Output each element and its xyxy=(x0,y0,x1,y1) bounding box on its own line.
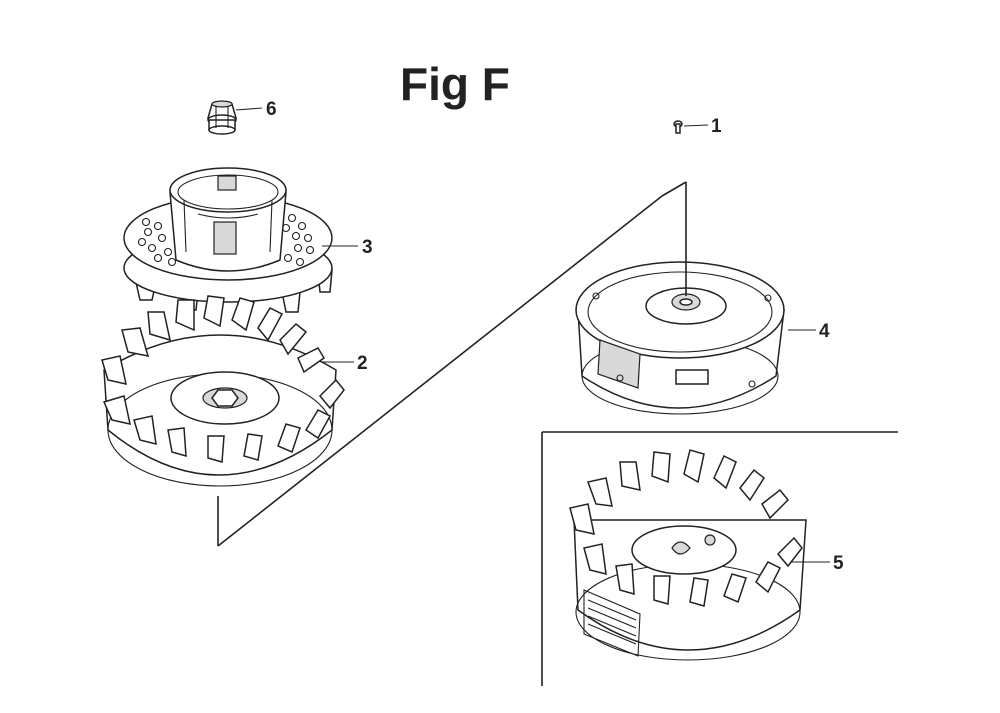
inset-frame xyxy=(541,431,898,686)
part-6-flange-nut xyxy=(207,100,237,135)
callout-2: 2 xyxy=(357,353,368,374)
callout-3: 3 xyxy=(362,237,373,258)
callout-1: 1 xyxy=(711,116,722,137)
callout-4: 4 xyxy=(819,321,830,342)
callout-6: 6 xyxy=(266,99,277,120)
callout-5: 5 xyxy=(833,553,844,574)
figure-title: Fig F xyxy=(400,58,510,110)
part-1-screw xyxy=(673,120,683,134)
part-2-cooling-fan xyxy=(101,295,345,487)
part-4-flywheel xyxy=(575,261,785,415)
assembly-guide-lines xyxy=(217,181,687,547)
part-5-flywheel-assembly xyxy=(569,449,807,661)
part-3-starter-pulley xyxy=(123,167,333,313)
leader-lines xyxy=(235,107,830,563)
